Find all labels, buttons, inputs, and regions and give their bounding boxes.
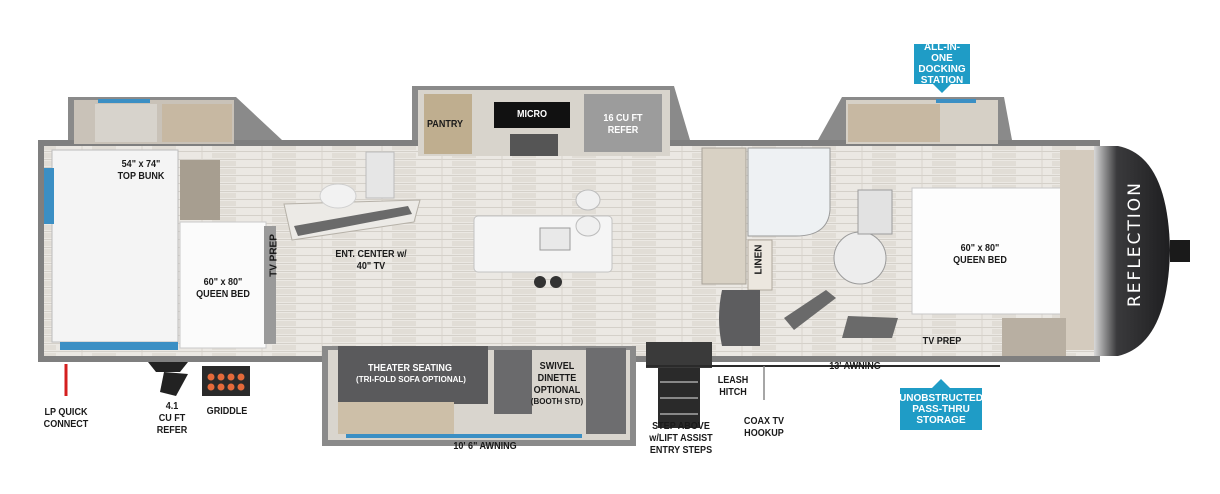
- dinette-sub-label: (BOOTH STD): [530, 397, 584, 406]
- outdoor-refer-label: 4.1 CU FT REFER: [156, 400, 188, 436]
- griddle-label: GRIDDLE: [206, 405, 248, 417]
- pass-thru-callout: UNOBSTRUCTED PASS-THRU STORAGE: [899, 379, 983, 430]
- docking-station-arrow: [933, 84, 951, 93]
- rear-bunk-room: [44, 149, 276, 350]
- top-bunk-label: 54" x 74" TOP BUNK: [117, 158, 165, 182]
- front-tv-prep-label: TV PREP: [922, 335, 962, 347]
- front-awning-label: 13' AWNING: [829, 360, 881, 372]
- theater-seating-sub-label: (TRI-FOLD SOFA OPTIONAL): [356, 375, 466, 384]
- swivel-dinette-label: SWIVEL DINETTE OPTIONAL: [533, 360, 581, 396]
- linen-label: LINEN: [753, 244, 765, 275]
- rear-bunk-slide: [68, 97, 282, 144]
- micro-label: MICRO: [516, 108, 548, 120]
- kitchen-island: [473, 189, 613, 288]
- front-bedroom: [784, 150, 1094, 356]
- theater-slide: [322, 346, 636, 446]
- ent-center-label: ENT. CENTER w/ 40" TV: [335, 248, 407, 272]
- entry-steps: [646, 342, 1000, 428]
- lp-quick-connect-label: LP QUICK CONNECT: [43, 406, 89, 430]
- outdoor-features: [64, 362, 250, 396]
- pass-thru-arrow: [932, 379, 950, 388]
- leash-hitch-label: LEASH HITCH: [717, 374, 749, 398]
- kitchen-slide: [412, 86, 690, 156]
- rear-queen-bed-label: 60" x 80" QUEEN BED: [196, 276, 250, 300]
- entertainment-center: [283, 151, 421, 241]
- pass-thru-text: UNOBSTRUCTED PASS-THRU STORAGE: [899, 392, 983, 426]
- theater-seating-label: THEATER SEATING: [368, 362, 452, 374]
- coax-hookup-label: COAX TV HOOKUP: [743, 415, 785, 439]
- front-queen-bed-label: 60" x 80" QUEEN BED: [953, 242, 1007, 266]
- docking-station-text: ALL-IN-ONE DOCKING STATION: [918, 42, 966, 86]
- entry-steps-label: STEP ABOVE w/LIFT ASSIST ENTRY STEPS: [649, 420, 713, 456]
- front-slide: [818, 97, 1012, 144]
- brand-logo: REFLECTION: [1125, 181, 1145, 307]
- docking-station-callout: ALL-IN-ONE DOCKING STATION: [914, 42, 970, 93]
- rear-tv-prep-label: TV PREP: [268, 234, 280, 277]
- slide-awning-label: 10' 6" AWNING: [453, 440, 517, 452]
- main-refer-label: 16 CU FT REFER: [603, 112, 643, 136]
- bathroom: [701, 147, 893, 346]
- pantry-label: PANTRY: [426, 118, 464, 130]
- front-cap: [1094, 146, 1190, 356]
